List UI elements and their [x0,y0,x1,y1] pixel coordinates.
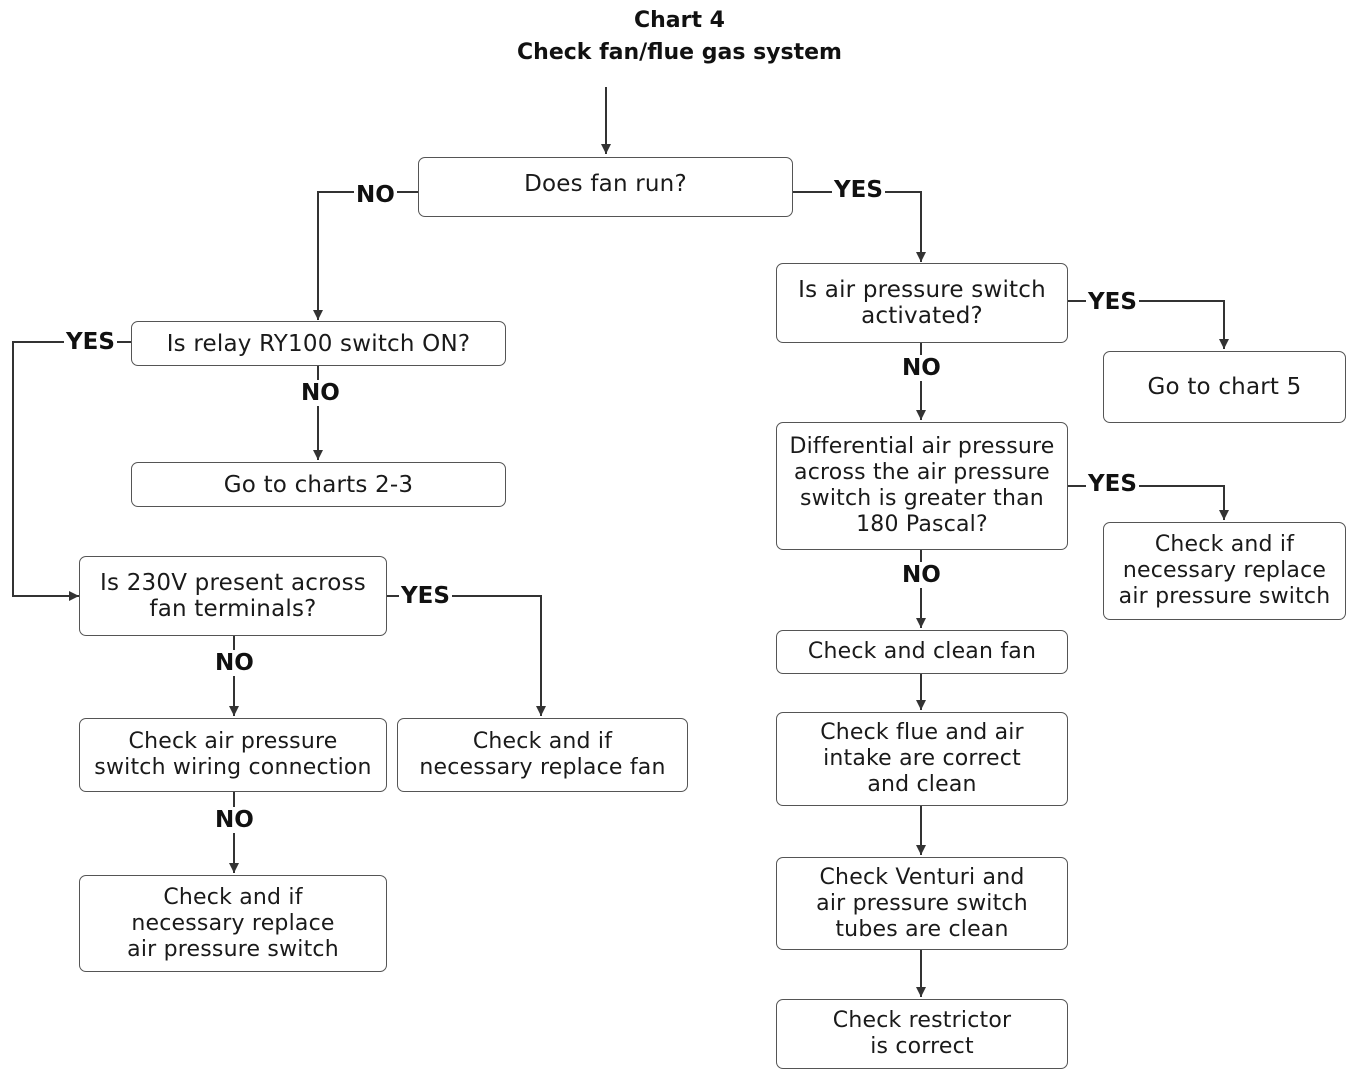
label-aps-no: NO [900,355,943,381]
node-diff-pressure: Differential air pressure across the air… [776,422,1068,550]
node-fan-run: Does fan run? [418,157,793,217]
label-aps-yes: YES [1086,289,1139,315]
label-fan-run-no: NO [354,182,397,208]
label-relay-yes: YES [64,329,117,355]
label-diff-no: NO [900,562,943,588]
node-restrictor: Check restrictor is correct [776,999,1068,1069]
label-wiring-no: NO [213,807,256,833]
node-go-chart-5: Go to chart 5 [1103,351,1346,423]
chart-title: Chart 4 [634,8,725,33]
label-230v-yes: YES [399,583,452,609]
label-relay-no: NO [299,380,342,406]
node-replace-aps-right: Check and if necessary replace air press… [1103,522,1346,620]
node-clean-fan: Check and clean fan [776,630,1068,674]
chart-subtitle: Check fan/flue gas system [517,40,842,65]
node-replace-aps-left: Check and if necessary replace air press… [79,875,387,972]
node-check-wiring: Check air pressure switch wiring connect… [79,718,387,792]
node-go-charts-2-3: Go to charts 2-3 [131,462,506,507]
label-230v-no: NO [213,650,256,676]
node-relay-on: Is relay RY100 switch ON? [131,321,506,366]
node-replace-fan: Check and if necessary replace fan [397,718,688,792]
label-fan-run-yes: YES [832,177,885,203]
node-flue-intake: Check flue and air intake are correct an… [776,712,1068,806]
node-venturi: Check Venturi and air pressure switch tu… [776,857,1068,950]
arrow-230v-yes [387,595,546,716]
label-diff-yes: YES [1086,471,1139,497]
node-aps-activated: Is air pressure switch activated? [776,263,1068,343]
node-230v-present: Is 230V present across fan terminals? [79,556,387,636]
arrow-fan-run-no [313,191,418,320]
